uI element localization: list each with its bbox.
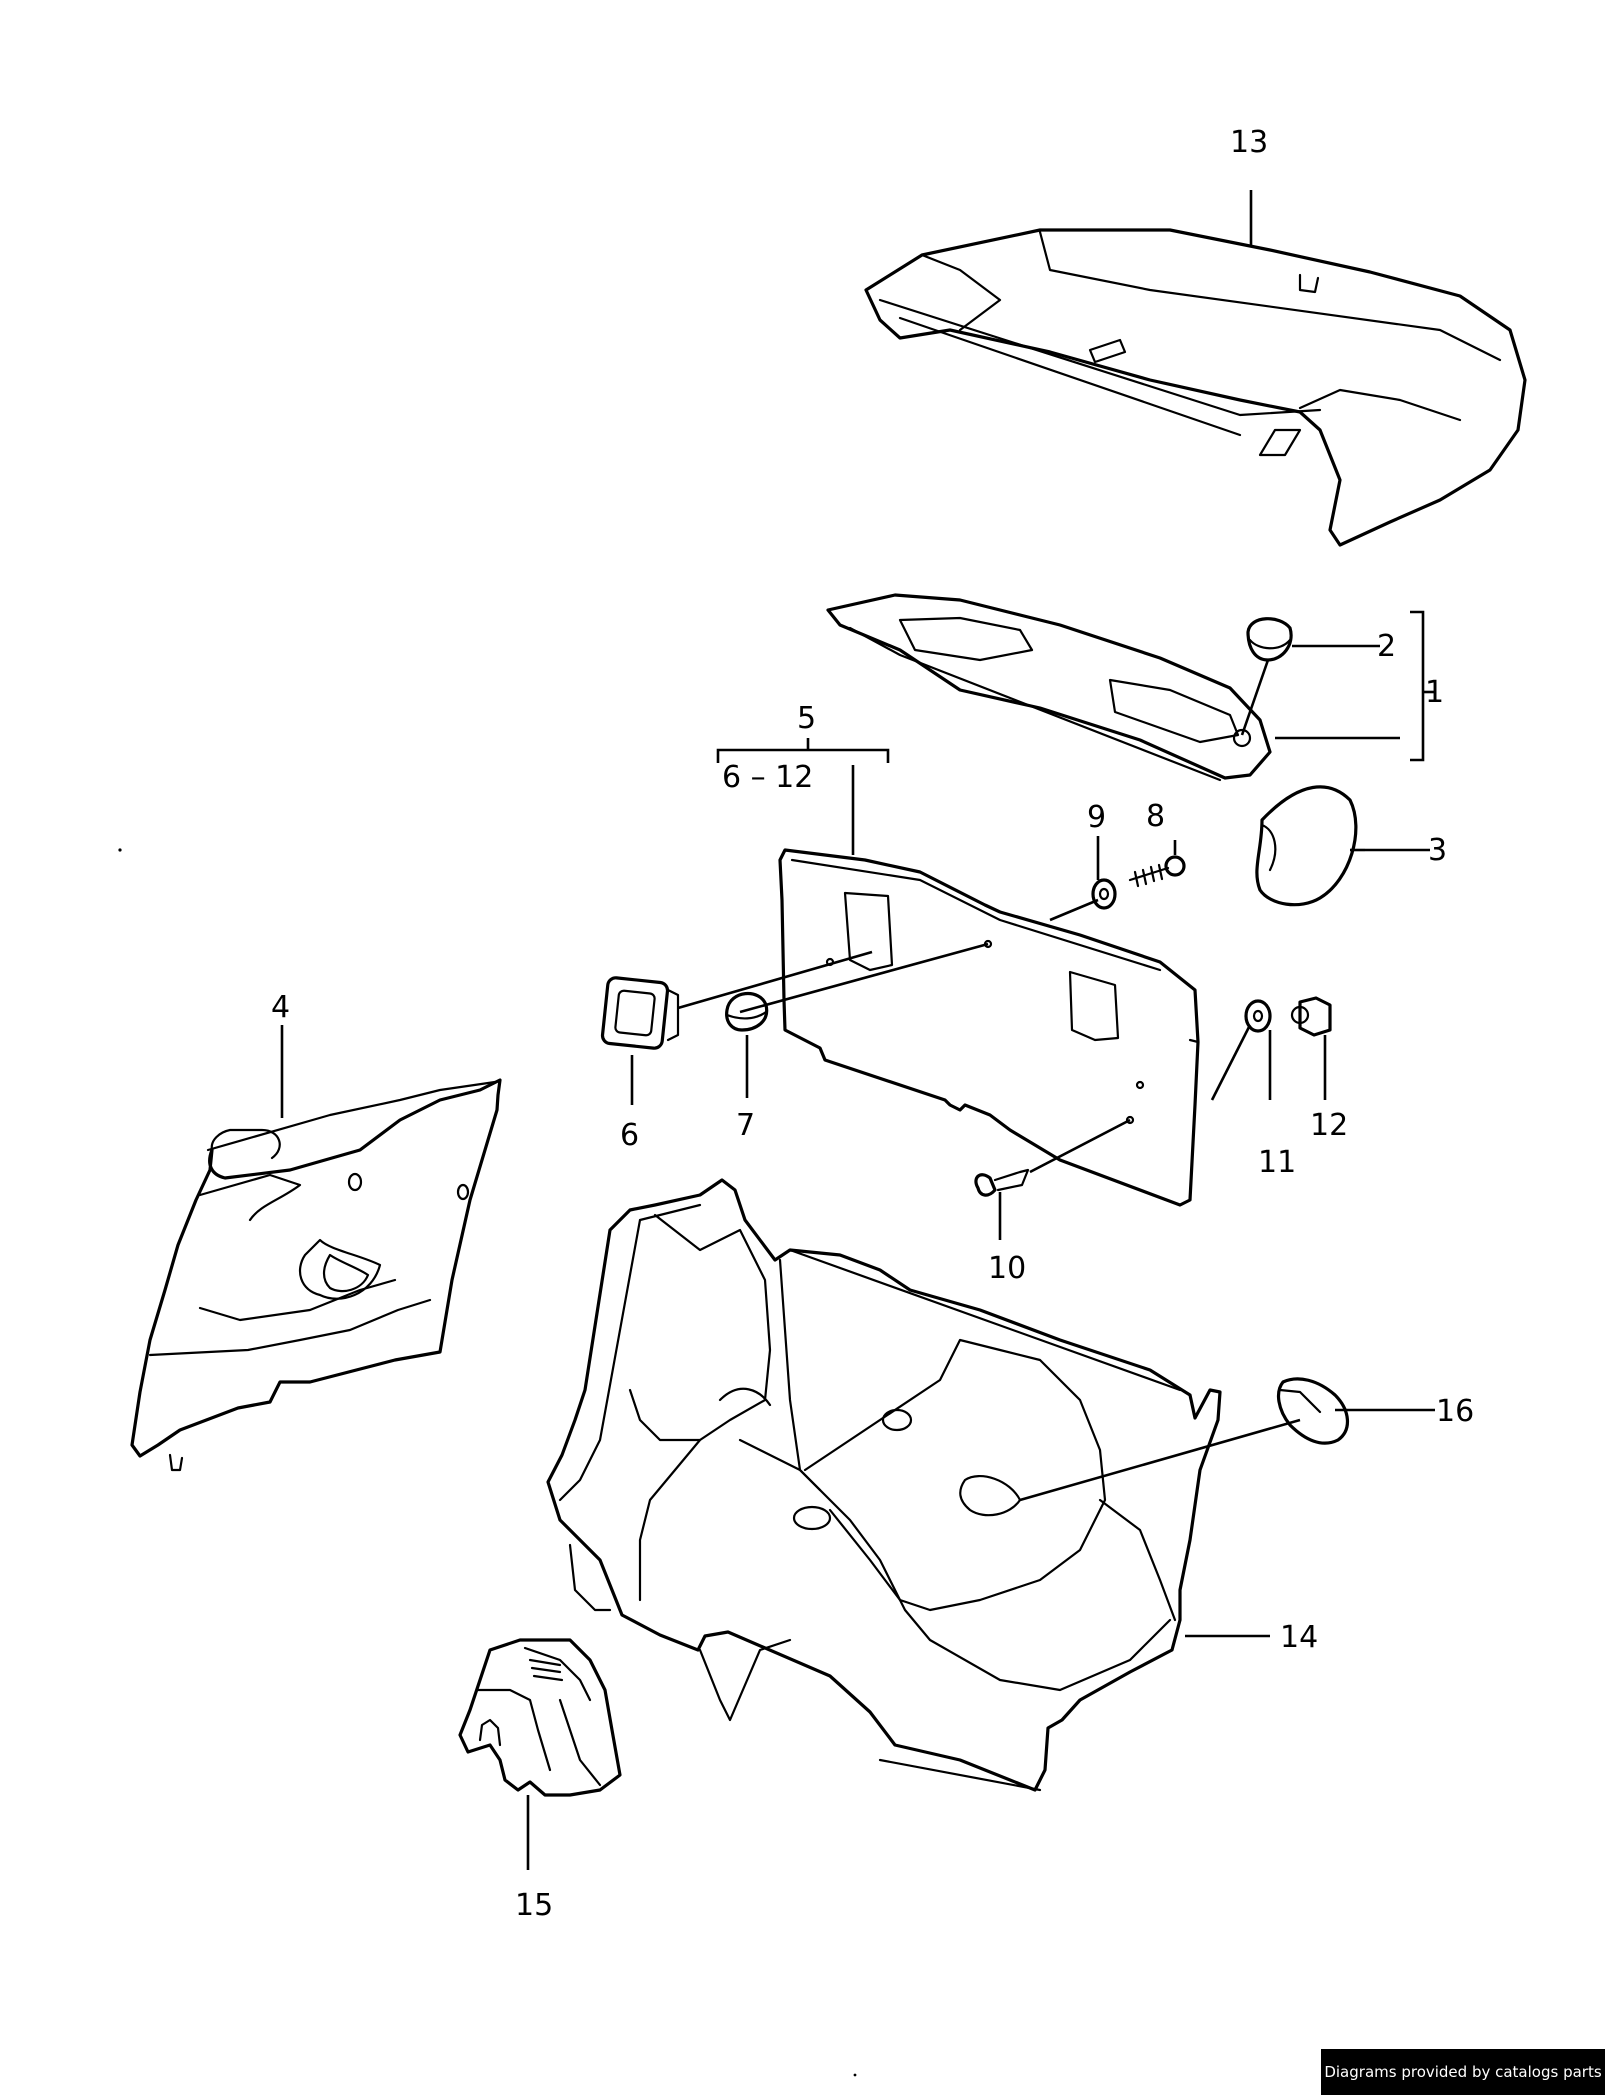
callout-5-range: 6 – 12 <box>722 760 813 795</box>
part-6-grommet <box>600 976 680 1050</box>
part-2-cap <box>1246 617 1293 662</box>
callout-4: 4 <box>271 990 290 1025</box>
part-15-corner-bracket <box>458 1638 622 1797</box>
part-4-side-trim <box>130 1078 502 1472</box>
part-3-cover <box>1255 785 1358 907</box>
part-8-screw <box>1128 855 1186 888</box>
callout-16: 16 <box>1436 1394 1474 1429</box>
callout-10: 10 <box>988 1251 1026 1286</box>
stray-dot <box>118 848 122 852</box>
callout-9: 9 <box>1087 800 1106 835</box>
part-11-washer <box>1244 999 1272 1033</box>
part-10-bolt <box>974 1168 1030 1197</box>
leader-lines <box>280 190 1436 1870</box>
callout-13: 13 <box>1230 125 1268 160</box>
callout-1: 1 <box>1425 675 1444 710</box>
callout-labels: 13 2 1 5 6 – 12 9 8 3 4 6 7 12 11 10 16 … <box>271 125 1474 1923</box>
part-12-clip <box>1290 996 1332 1037</box>
part-5-rear-panel <box>778 848 1200 1207</box>
diagram-credit-badge: Diagrams provided by catalogs parts <box>1321 2049 1605 2095</box>
part-7-plug <box>725 991 769 1032</box>
part-13-parcel-shelf-trim <box>864 228 1527 547</box>
callout-7: 7 <box>736 1108 755 1143</box>
callout-3: 3 <box>1428 833 1447 868</box>
callout-5: 5 <box>797 701 816 736</box>
callout-6: 6 <box>620 1118 639 1153</box>
callout-12: 12 <box>1310 1108 1348 1143</box>
callout-2: 2 <box>1377 629 1396 664</box>
callout-8: 8 <box>1146 799 1165 834</box>
part-16-small-cover <box>1276 1377 1349 1445</box>
callout-14: 14 <box>1280 1620 1318 1655</box>
part-9-washer <box>1091 878 1117 910</box>
callout-15: 15 <box>515 1888 553 1923</box>
part-14-trunk-liner <box>546 1178 1222 1792</box>
stray-dot <box>853 2073 857 2077</box>
diagram-credit-text: Diagrams provided by catalogs parts <box>1324 2063 1602 2081</box>
callout-11: 11 <box>1258 1145 1296 1180</box>
part-1-shelf-panel <box>826 593 1272 782</box>
